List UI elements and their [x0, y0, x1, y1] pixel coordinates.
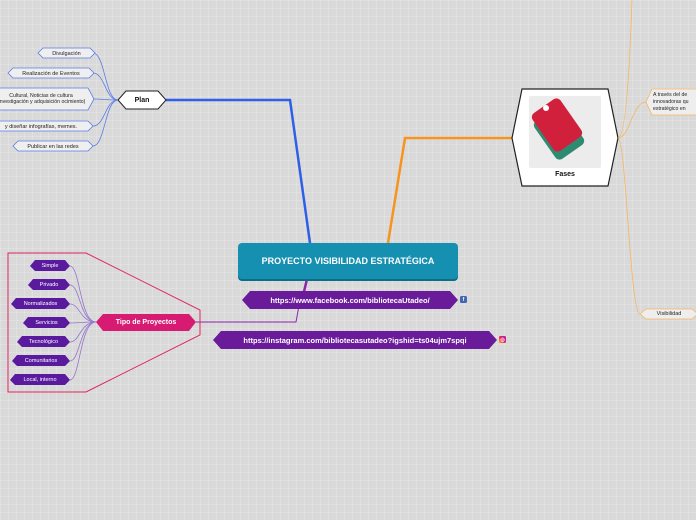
plan-branch-line	[166, 98, 312, 244]
tipo-item-normalizados[interactable]: Normalizados	[23, 300, 58, 307]
plan-node[interactable]: Plan	[134, 96, 150, 104]
tipo-node[interactable]: Tipo de Proyectos	[115, 319, 177, 326]
plan-item-divulgacion[interactable]: Divulgación	[52, 50, 81, 57]
plan-item-publicar[interactable]: Publicar en las redes	[27, 143, 79, 150]
tipo-leaf-shape	[17, 336, 70, 347]
tipo-item-tecnologico[interactable]: Tecnológico	[28, 338, 59, 345]
tipo-connectors	[69, 265, 97, 381]
plan-item-eventos[interactable]: Realización de Eventos	[22, 70, 80, 77]
visibilidad-shape	[639, 308, 696, 320]
instagram-icon[interactable]: ◎	[499, 336, 506, 343]
facebook-icon[interactable]: f	[460, 296, 467, 303]
tipo-leaf-shape	[11, 298, 70, 309]
tipo-item-privado[interactable]: Privado	[39, 281, 59, 288]
fases-desc-shape	[645, 88, 696, 116]
tipo-leaf-shape	[23, 317, 70, 328]
tipo-item-local[interactable]: Local, interno	[23, 376, 57, 383]
plan-leaf-shape	[0, 120, 94, 132]
plan-node-shape[interactable]	[117, 90, 167, 110]
instagram-link[interactable]: https://instagram.com/bibliotecasutadeo?…	[243, 335, 467, 345]
plan-leaf-shape	[0, 87, 95, 111]
tipo-node-shape[interactable]	[96, 314, 196, 331]
plan-connectors	[92, 52, 119, 147]
plan-leaf-shape	[12, 140, 94, 152]
tipo-item-servicios[interactable]: Servicios	[35, 319, 58, 326]
tipo-item-comunitarios[interactable]: Comunitarios	[24, 357, 58, 364]
tipo-leaf-shape	[10, 374, 70, 385]
central-topic[interactable]: PROYECTO VISIBILIDAD ESTRATÉGICA	[238, 243, 458, 279]
tipo-leaf-shape	[28, 279, 70, 290]
fases-node[interactable]: Fases	[555, 171, 575, 178]
tipo-leaf-shape	[12, 355, 70, 366]
fases-branch-line	[386, 136, 512, 244]
plan-leaf-shape	[37, 47, 96, 59]
fases-connectors	[617, 0, 647, 315]
tipo-item-simple[interactable]: Simple	[41, 262, 59, 269]
tipo-boundary	[7, 252, 201, 393]
tag-icon	[529, 96, 601, 168]
plan-item-infografias[interactable]: y diseñar infografías, memes.	[4, 123, 78, 130]
plan-item-cultural[interactable]: Cultural, Noticias de cultura (Investiga…	[0, 92, 86, 106]
facebook-link-shape[interactable]	[242, 291, 458, 309]
plan-leaf-shape	[7, 67, 95, 79]
fases-description[interactable]: A través del de innovadoras qu estratégi…	[653, 92, 689, 112]
facebook-link[interactable]: https://www.facebook.com/bibliotecaUtade…	[270, 295, 430, 305]
fases-visibilidad[interactable]: Visibilidad	[656, 311, 682, 317]
tipo-leaf-shape	[30, 260, 70, 271]
instagram-link-shape[interactable]	[213, 331, 497, 349]
